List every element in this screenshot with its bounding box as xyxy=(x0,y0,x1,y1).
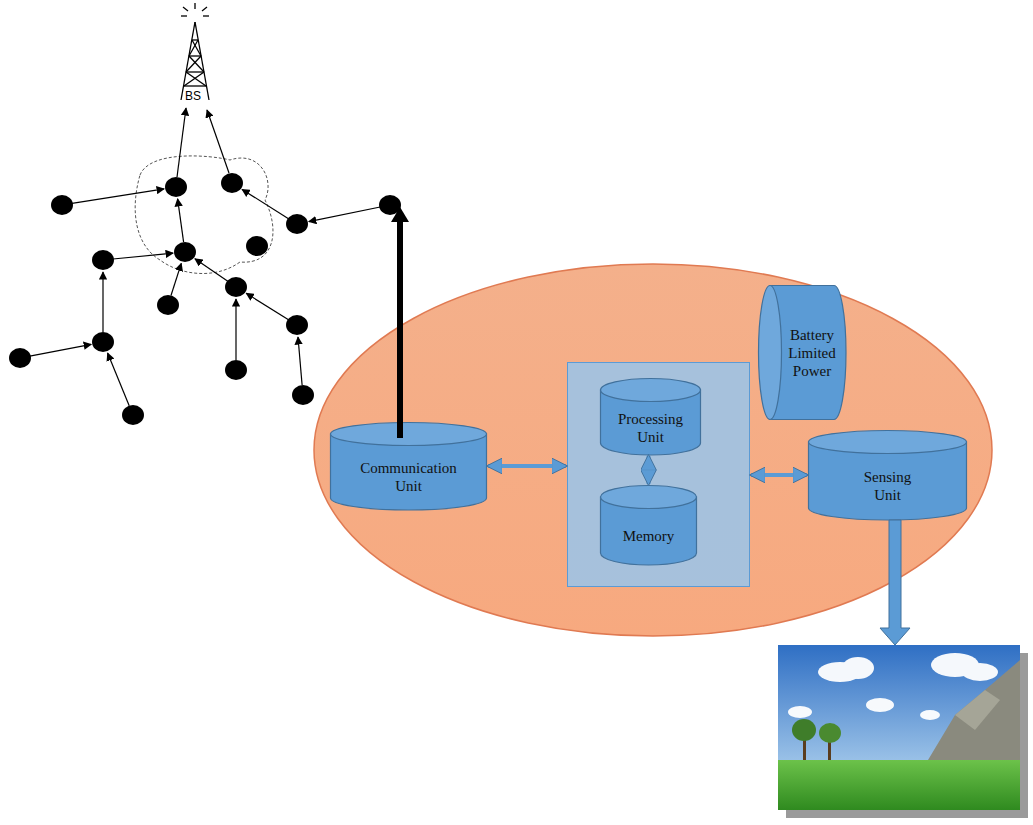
cluster-outline xyxy=(135,156,273,274)
text-area: Memory xyxy=(600,485,697,565)
unit-label: Sensing Unit xyxy=(852,468,924,504)
text-area: Communication Unit xyxy=(330,422,487,510)
processing-panel: Processing UnitMemory xyxy=(567,362,750,587)
text-area: Sensing Unit xyxy=(808,430,967,520)
unit-label: Processing Unit xyxy=(608,410,693,446)
ellipse-outline xyxy=(313,263,993,637)
battery-unit: Battery Limited Power xyxy=(758,285,846,420)
communication-unit: Communication Unit xyxy=(330,422,487,510)
unit-label: Communication Unit xyxy=(349,459,469,495)
panel-outline xyxy=(568,363,750,587)
cylinder-top xyxy=(601,486,697,509)
cylinder-end xyxy=(759,286,782,420)
double-arrow xyxy=(647,456,651,484)
node-body-outline xyxy=(314,264,992,636)
sensing-unit: Sensing Unit xyxy=(808,430,967,520)
text-area: Processing Unit xyxy=(600,378,701,455)
base-station-tower xyxy=(181,3,209,100)
text-area: Battery Limited Power xyxy=(758,285,846,420)
double-arrow xyxy=(751,473,807,477)
rect-outline xyxy=(567,362,750,587)
cylinder-top xyxy=(601,379,701,402)
sensor-node-body: Communication Unit Processing UnitMemory B… xyxy=(313,263,993,637)
cylinder-top xyxy=(809,431,967,454)
cylinder-top xyxy=(331,423,487,446)
processing-unit: Processing Unit xyxy=(600,378,701,455)
unit-label: Battery Limited Power xyxy=(782,326,842,380)
environment-picture xyxy=(778,645,1028,818)
memory-unit: Memory xyxy=(600,485,697,565)
cyl-outline xyxy=(600,485,697,565)
station-label: BS xyxy=(184,90,202,103)
double-arrow xyxy=(488,464,566,468)
network-links xyxy=(30,108,380,406)
unit-label: Memory xyxy=(623,527,675,545)
